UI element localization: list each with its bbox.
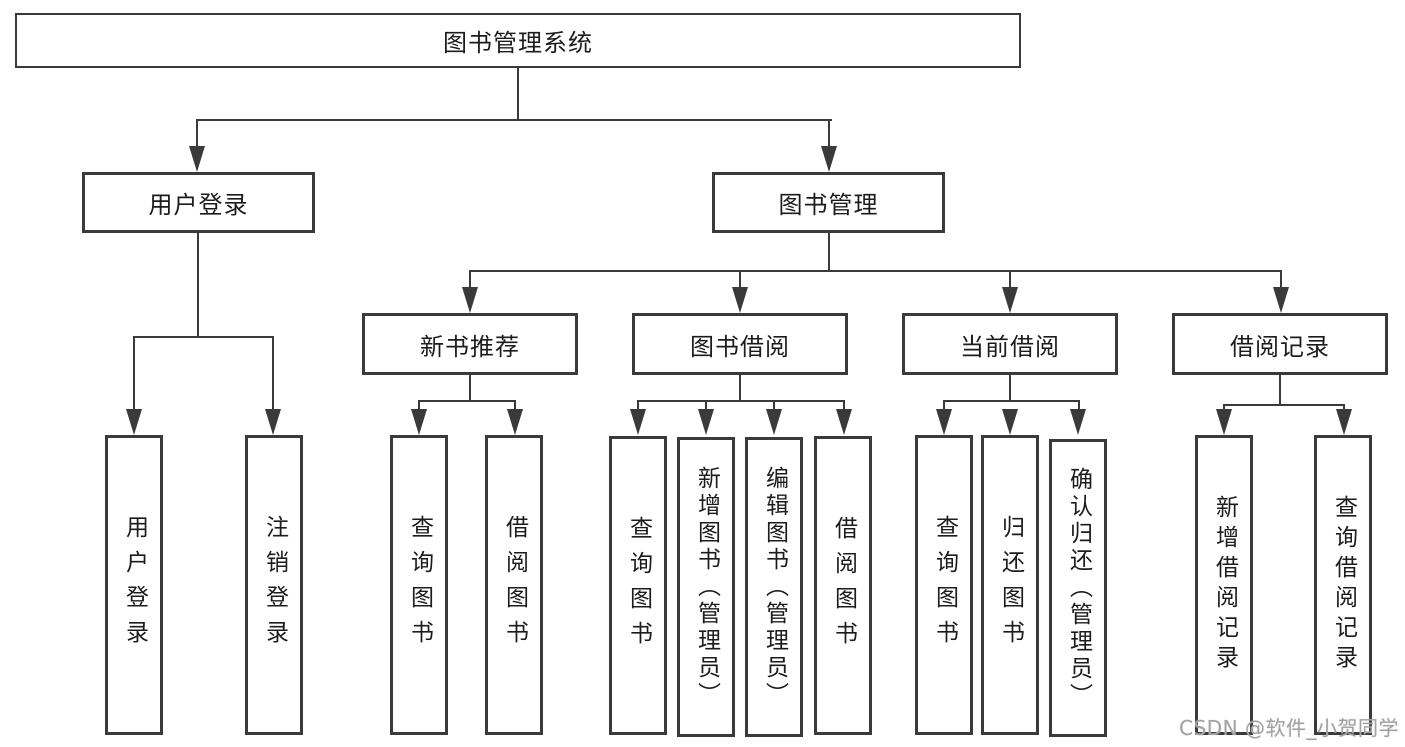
connector-root-hline: [196, 119, 832, 121]
connector-drop: [133, 336, 135, 411]
node-label: 查询图书: [931, 515, 958, 655]
connector-drop: [773, 400, 775, 412]
node-leaf-user-login: 用户登录: [105, 435, 163, 735]
node-leaf-return-books: 归还图书: [981, 435, 1039, 735]
node-leaf-edit-books-admin: 编辑图书（管理员）: [745, 437, 803, 737]
node-leaf-confirm-return-admin: 确认归还（管理员）: [1049, 439, 1107, 737]
node-leaf-query-borrow-record: 查询借阅记录: [1314, 435, 1372, 735]
connector-bookmgmt-stem: [828, 233, 830, 272]
node-label: 用户登录: [121, 515, 148, 655]
arrowhead-down-icon: [265, 409, 281, 435]
node-label: 查询借阅记录: [1330, 495, 1357, 675]
node-label: 借阅图书: [830, 515, 857, 656]
arrowhead-down-icon: [189, 146, 205, 172]
node-label: 图书管理: [778, 191, 879, 219]
connector-stem: [1009, 375, 1011, 402]
arrowhead-down-icon: [1070, 409, 1086, 435]
connector-stem: [469, 375, 471, 402]
connector-bookmgmt-hline: [469, 270, 1282, 272]
connector-hline: [943, 400, 1080, 402]
node-leaf-query-books: 查询图书: [609, 436, 667, 735]
node-new-book-recommendation: 新书推荐: [362, 313, 578, 375]
arrowhead-down-icon: [1002, 287, 1018, 313]
node-leaf-borrow-books: 借阅图书: [814, 436, 872, 735]
arrowhead-down-icon: [1336, 409, 1352, 435]
node-label: 归还图书: [997, 515, 1024, 655]
node-borrowing-records: 借阅记录: [1172, 313, 1388, 375]
arrowhead-down-icon: [821, 146, 837, 172]
arrowhead-down-icon: [836, 409, 852, 435]
node-leaf-logout: 注销登录: [245, 435, 303, 735]
connector-drop: [1343, 404, 1345, 412]
node-label: 借阅图书: [501, 515, 528, 655]
connector-drop: [943, 400, 945, 412]
arrowhead-down-icon: [732, 287, 748, 313]
node-label: 借阅记录: [1230, 332, 1330, 361]
csdn-watermark: CSDN @软件_小贺同学: [1179, 716, 1399, 740]
arrowhead-down-icon: [936, 409, 952, 435]
node-label: 确认归还（管理员）: [1065, 466, 1092, 710]
connector-drop: [469, 270, 471, 290]
node-leaf-add-books-admin: 新增图书（管理员）: [677, 437, 735, 737]
connector-drop: [418, 400, 420, 412]
arrowhead-down-icon: [630, 409, 646, 435]
node-label: 查询图书: [625, 515, 652, 656]
node-label: 查询图书: [406, 515, 433, 655]
arrowhead-down-icon: [1273, 287, 1289, 313]
arrowhead-down-icon: [507, 409, 523, 435]
node-label: 新增图书（管理员）: [693, 465, 720, 709]
arrowhead-down-icon: [766, 409, 782, 435]
connector-stem: [1279, 375, 1281, 406]
node-label: 当前借阅: [960, 332, 1060, 361]
connector-userlogin-hline: [133, 336, 274, 338]
connector-drop: [1078, 400, 1080, 412]
node-label: 图书管理系统: [443, 29, 593, 57]
connector-drop-book-mgmt: [828, 119, 830, 149]
node-label: 编辑图书（管理员）: [761, 465, 788, 709]
connector-drop: [637, 400, 639, 412]
connector-hline: [1223, 404, 1345, 406]
node-label: 新增借阅记录: [1211, 495, 1238, 675]
arrowhead-down-icon: [698, 409, 714, 435]
node-book-management: 图书管理: [712, 172, 945, 233]
node-leaf-add-borrow-record: 新增借阅记录: [1195, 435, 1253, 735]
connector-userlogin-stem: [197, 233, 199, 338]
arrowhead-down-icon: [411, 409, 427, 435]
connector-root-stem: [517, 68, 519, 121]
node-leaf-query-books: 查询图书: [390, 435, 448, 735]
arrowhead-down-icon: [462, 287, 478, 313]
connector-drop: [705, 400, 707, 412]
node-leaf-borrow-books: 借阅图书: [485, 435, 543, 735]
connector-drop: [272, 336, 274, 411]
node-book-borrowing: 图书借阅: [632, 313, 848, 375]
arrowhead-down-icon: [1216, 409, 1232, 435]
connector-drop: [1009, 270, 1011, 290]
arrowhead-down-icon: [1002, 409, 1018, 435]
connector-drop: [843, 400, 845, 412]
node-user-login: 用户登录: [82, 172, 315, 233]
node-label: 图书借阅: [690, 332, 790, 361]
connector-drop: [514, 400, 516, 412]
node-label: 用户登录: [148, 191, 249, 219]
connector-drop: [739, 270, 741, 290]
connector-drop: [1223, 404, 1225, 412]
node-leaf-query-books: 查询图书: [915, 435, 973, 735]
node-current-borrowing: 当前借阅: [902, 313, 1118, 375]
connector-drop-user-login: [196, 119, 198, 149]
node-root-library-system: 图书管理系统: [15, 13, 1021, 68]
connector-stem: [739, 375, 741, 402]
connector-hline: [418, 400, 516, 402]
node-label: 新书推荐: [420, 332, 520, 361]
connector-hline: [637, 400, 845, 402]
connector-drop: [1280, 270, 1282, 290]
arrowhead-down-icon: [126, 409, 142, 435]
node-label: 注销登录: [261, 515, 288, 655]
